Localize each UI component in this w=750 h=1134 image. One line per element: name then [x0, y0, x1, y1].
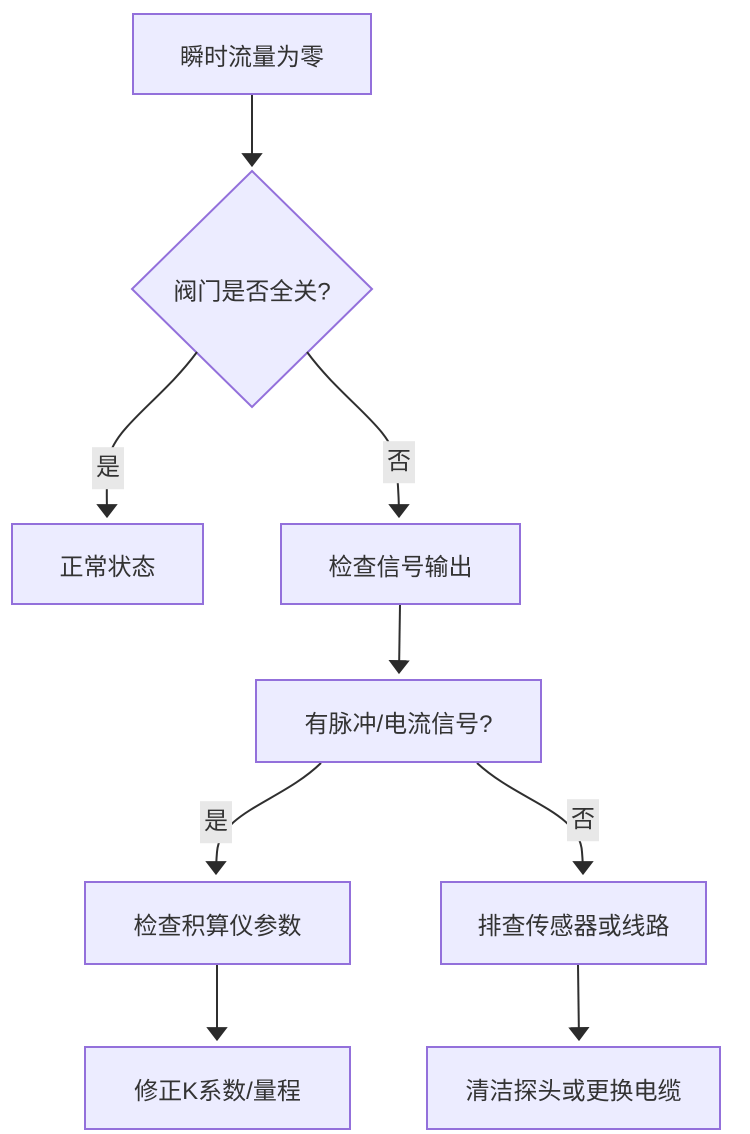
decision-valve-fully-closed-shape: [130, 169, 374, 409]
edge-d-to-e: [388, 604, 410, 675]
edge-b-to-d-no: [306, 351, 410, 519]
edge-label-no-signal: 否: [567, 799, 599, 841]
node-pulse-current-signal: 有脉冲/电流信号?: [255, 679, 542, 763]
node-clean-probe-or-replace-cable: 清洁探头或更换电缆: [426, 1046, 721, 1130]
node-instant-flow-zero: 瞬时流量为零: [132, 13, 372, 95]
node-check-signal-output: 检查信号输出: [280, 523, 521, 605]
node-correct-k-factor-range: 修正K系数/量程: [84, 1046, 351, 1130]
edge-b-to-c-yes: [96, 351, 198, 519]
edge-label-no-valve: 否: [383, 441, 415, 483]
node-check-sensor-or-wiring: 排查传感器或线路: [440, 881, 707, 965]
decision-valve-fully-closed-label: 阀门是否全关?: [173, 278, 331, 306]
edge-label-yes-valve: 是: [92, 447, 124, 489]
node-normal-state: 正常状态: [11, 523, 204, 605]
edge-g-to-i: [568, 964, 590, 1042]
edge-label-yes-signal: 是: [200, 801, 232, 843]
node-check-totalizer-params: 检查积算仪参数: [84, 881, 351, 965]
